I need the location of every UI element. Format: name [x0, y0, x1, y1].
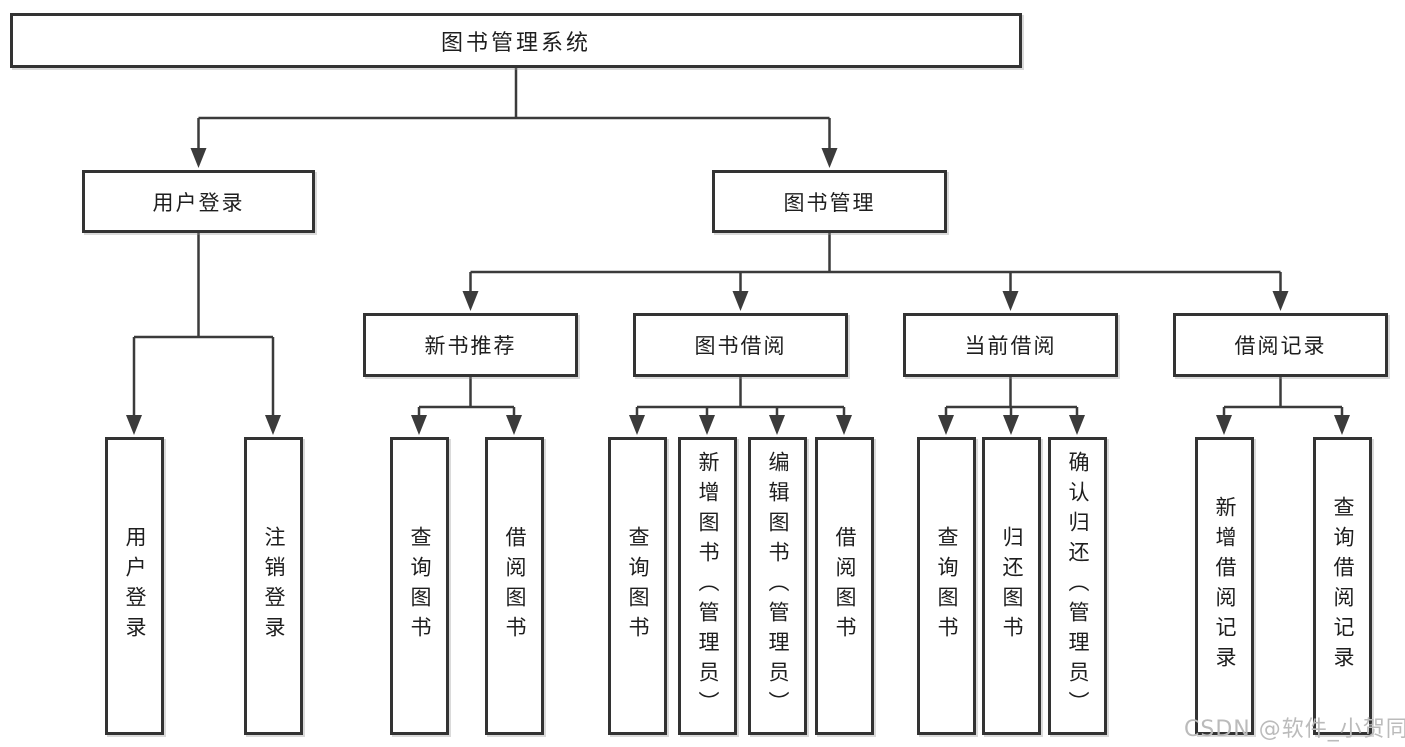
leaf-bb-borrow-books: 借阅图书: [815, 437, 874, 735]
leaf-bb-query-books: 查询图书: [608, 437, 667, 735]
leaf-cb-query-books: 查询图书: [917, 437, 976, 735]
leaf-user-login: 用户登录: [105, 437, 164, 735]
node-borrowing-records: 借阅记录: [1173, 313, 1388, 377]
leaf-nb-query-books: 查询图书: [390, 437, 449, 735]
node-label: 图书借阅: [694, 334, 787, 358]
node-label: 确认归还（管理员）: [1066, 451, 1090, 721]
node-label: 新书推荐: [424, 334, 517, 358]
node-label: 编辑图书（管理员）: [766, 451, 790, 721]
node-label: 图书管理: [783, 190, 876, 215]
leaf-bb-add-books-admin: 新增图书（管理员）: [678, 437, 737, 735]
leaf-bb-edit-books-admin: 编辑图书（管理员）: [748, 437, 807, 735]
node-label: 用户登录: [123, 526, 147, 646]
node-book-management: 图书管理: [712, 170, 947, 233]
leaf-br-query-record: 查询借阅记录: [1313, 437, 1372, 735]
leaf-cb-confirm-return-admin: 确认归还（管理员）: [1048, 437, 1107, 735]
node-user-login: 用户登录: [82, 170, 315, 233]
node-label: 借阅图书: [833, 526, 857, 646]
node-label: 当前借阅: [964, 334, 1057, 358]
node-label: 查询图书: [626, 526, 650, 646]
node-book-borrowing: 图书借阅: [633, 313, 848, 377]
csdn-watermark: CSDN @软件_小贺同学: [1184, 717, 1405, 742]
node-label: 归还图书: [1000, 526, 1024, 646]
node-label: 图书管理系统: [440, 30, 591, 56]
node-label: 查询图书: [408, 526, 432, 646]
leaf-cb-return-books: 归还图书: [982, 437, 1041, 735]
node-label: 查询图书: [935, 526, 959, 646]
node-label: 注销登录: [262, 526, 286, 646]
node-label: 新增图书（管理员）: [696, 451, 720, 721]
node-label: 查询借阅记录: [1331, 496, 1355, 676]
leaf-br-add-record: 新增借阅记录: [1195, 437, 1254, 735]
node-label: 用户登录: [152, 190, 245, 215]
node-label: 新增借阅记录: [1213, 496, 1237, 676]
leaf-nb-borrow-books: 借阅图书: [485, 437, 544, 735]
node-library-management-system: 图书管理系统: [10, 13, 1022, 68]
node-new-book-recommend: 新书推荐: [363, 313, 578, 377]
node-current-borrowing: 当前借阅: [903, 313, 1118, 377]
node-label: 借阅记录: [1234, 334, 1327, 358]
leaf-logout: 注销登录: [244, 437, 303, 735]
node-label: 借阅图书: [503, 526, 527, 646]
